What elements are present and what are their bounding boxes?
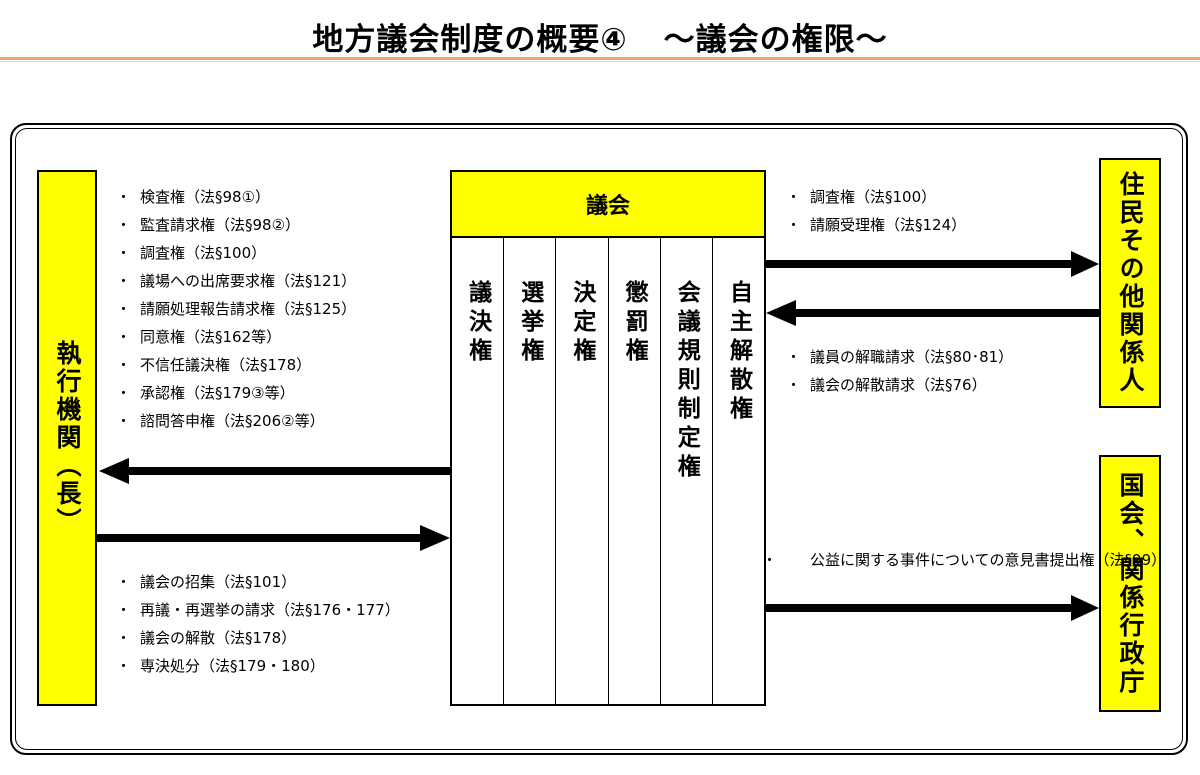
- national-label: 国会、関係行政庁: [1116, 471, 1145, 696]
- council-box: 議会 議決権 選挙権 決定権 懲罰権 会議規則制定権 自主解散権: [450, 170, 766, 706]
- title-underline-thin: [0, 61, 1200, 62]
- council-power-column: 自主解散権: [713, 238, 764, 704]
- council-power-column: 議決権: [452, 238, 505, 704]
- list-item: 承認権（法§179③等）: [116, 379, 356, 407]
- council-to-executive-list: 検査権（法§98①） 監査請求権（法§98②） 調査権（法§100） 議場への出…: [116, 183, 356, 435]
- council-power-column: 会議規則制定権: [661, 238, 713, 704]
- list-item: 議場への出席要求権（法§121）: [116, 267, 356, 295]
- council-power-label: 会議規則制定権: [673, 280, 700, 483]
- council-power-label: 決定権: [568, 280, 595, 367]
- diagram-frame-inner: [15, 128, 1183, 750]
- title-underline: [0, 57, 1200, 60]
- council-header: 議会: [452, 172, 764, 238]
- list-item: 不信任議決権（法§178）: [116, 351, 356, 379]
- council-power-label: 選挙権: [516, 280, 543, 367]
- list-item: 同意権（法§162等）: [116, 323, 356, 351]
- list-item: 議会の解散請求（法§76）: [786, 371, 1013, 399]
- list-item: 請願処理報告請求権（法§125）: [116, 295, 356, 323]
- council-to-national-list: 公益に関する事件についての意見書提出権（法§99）: [786, 546, 1166, 574]
- list-item: 専決処分（法§179・180）: [116, 652, 400, 680]
- page-title: 地方議会制度の概要④ 〜議会の権限〜: [0, 14, 1200, 59]
- list-item: 議会の解散（法§178）: [116, 624, 400, 652]
- list-item: 請願受理権（法§124）: [786, 211, 966, 239]
- list-item: 公益に関する事件についての意見書提出権（法§99）: [786, 546, 1166, 574]
- diagram-frame-outer: [10, 123, 1188, 755]
- list-item: 検査権（法§98①）: [116, 183, 356, 211]
- list-item: 調査権（法§100）: [786, 183, 966, 211]
- list-item: 監査請求権（法§98②）: [116, 211, 356, 239]
- residents-box: 住民その他関係人: [1099, 158, 1161, 408]
- arrow-council-to-national: [766, 595, 1099, 621]
- list-item: 諮問答申権（法§206②等）: [116, 407, 356, 435]
- executive-label: 執行機関（長）: [53, 340, 82, 536]
- arrow-residents-to-council: [766, 300, 1099, 326]
- arrow-council-to-residents: [766, 251, 1099, 277]
- council-power-column: 決定権: [556, 238, 609, 704]
- residents-label: 住民その他関係人: [1116, 171, 1145, 395]
- residents-to-council-list: 議員の解職請求（法§80･81） 議会の解散請求（法§76）: [786, 343, 1013, 399]
- list-item: 再議・再選挙の請求（法§176・177）: [116, 596, 400, 624]
- title-main: 地方議会制度の概要④: [312, 22, 628, 58]
- title-sub: 〜議会の権限〜: [663, 22, 888, 58]
- council-power-label: 懲罰権: [621, 280, 648, 367]
- list-item: 議会の招集（法§101）: [116, 568, 400, 596]
- council-to-residents-list: 調査権（法§100） 請願受理権（法§124）: [786, 183, 966, 239]
- national-box: 国会、関係行政庁: [1099, 455, 1161, 712]
- arrow-executive-to-council: [97, 525, 450, 551]
- council-power-column: 選挙権: [504, 238, 557, 704]
- list-item: 議員の解職請求（法§80･81）: [786, 343, 1013, 371]
- arrow-council-to-executive: [99, 458, 450, 484]
- council-power-column: 懲罰権: [609, 238, 661, 704]
- executive-to-council-list: 議会の招集（法§101） 再議・再選挙の請求（法§176・177） 議会の解散（…: [116, 568, 400, 680]
- list-item: 調査権（法§100）: [116, 239, 356, 267]
- council-power-label: 自主解散権: [725, 280, 752, 425]
- council-power-label: 議決権: [464, 280, 491, 367]
- executive-box: 執行機関（長）: [37, 170, 97, 706]
- council-powers: 議決権 選挙権 決定権 懲罰権 会議規則制定権 自主解散権: [452, 238, 764, 704]
